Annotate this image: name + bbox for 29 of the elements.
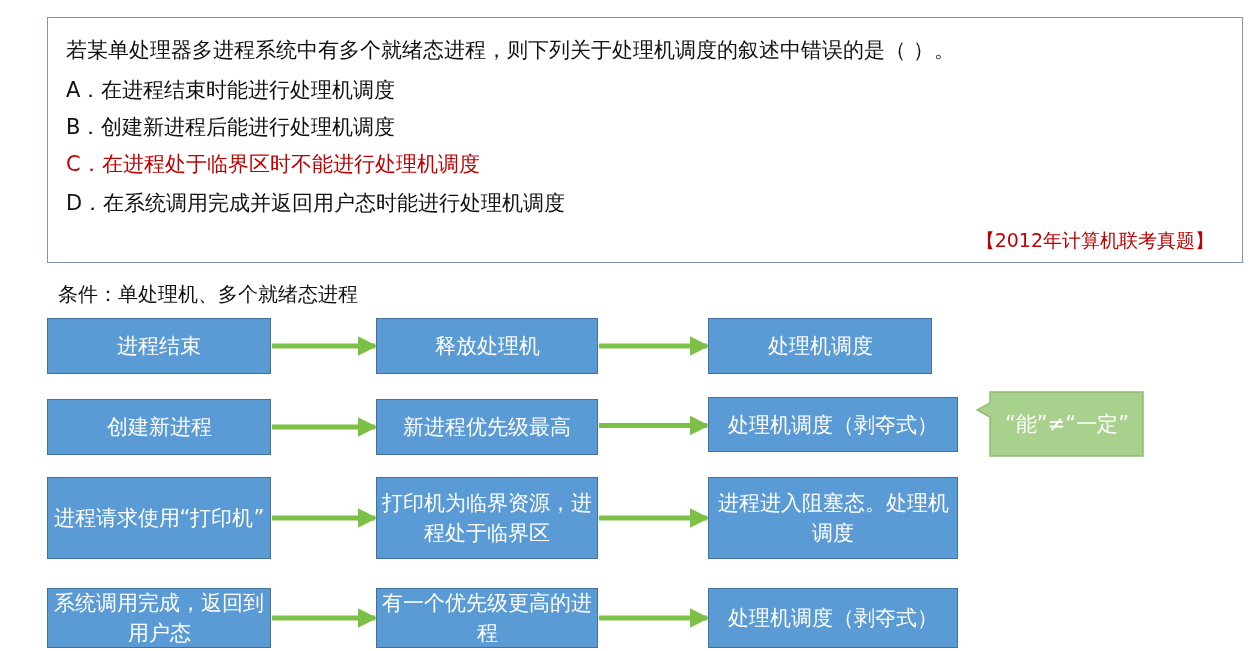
process-box: 进程进入阻塞态。处理机调度: [708, 477, 958, 559]
condition-note: 条件：单处理机、多个就绪态进程: [58, 281, 358, 308]
arrow: [272, 417, 378, 437]
process-box: 系统调用完成，返回到用户态: [47, 588, 271, 648]
question-text: 若某单处理器多进程系统中有多个就绪态进程，则下列关于处理机调度的叙述中错误的是（ ）。: [66, 37, 955, 64]
answer-option: C．在进程处于临界区时不能进行处理机调度: [66, 150, 480, 178]
process-box: 进程结束: [47, 318, 271, 374]
arrow: [599, 415, 710, 436]
answer-option: B．创建新进程后能进行处理机调度: [66, 113, 396, 141]
answer-option: A．在进程结束时能进行处理机调度: [66, 76, 396, 104]
arrow: [272, 608, 378, 628]
arrow: [272, 336, 378, 356]
arrow: [599, 608, 710, 628]
process-box: 创建新进程: [47, 399, 271, 455]
process-box: 处理机调度: [708, 318, 932, 374]
process-box: 进程请求使用“打印机”: [47, 477, 271, 559]
arrow: [599, 508, 710, 528]
process-box: 新进程优先级最高: [376, 399, 598, 455]
question-box: [47, 17, 1243, 263]
arrow: [272, 508, 378, 528]
process-box: 有一个优先级更高的进程: [376, 588, 598, 648]
source-note: 【2012年计算机联考真题】: [975, 228, 1214, 253]
answer-option: D．在系统调用完成并返回用户态时能进行处理机调度: [66, 189, 566, 217]
arrow: [599, 336, 710, 356]
process-box: 处理机调度（剥夺式）: [708, 588, 958, 648]
process-box: 释放处理机: [376, 318, 598, 374]
process-box: 处理机调度（剥夺式）: [708, 397, 958, 452]
process-box: 打印机为临界资源，进程处于临界区: [376, 477, 598, 559]
speech-bubble: “能”≠“一定”: [976, 391, 1144, 457]
